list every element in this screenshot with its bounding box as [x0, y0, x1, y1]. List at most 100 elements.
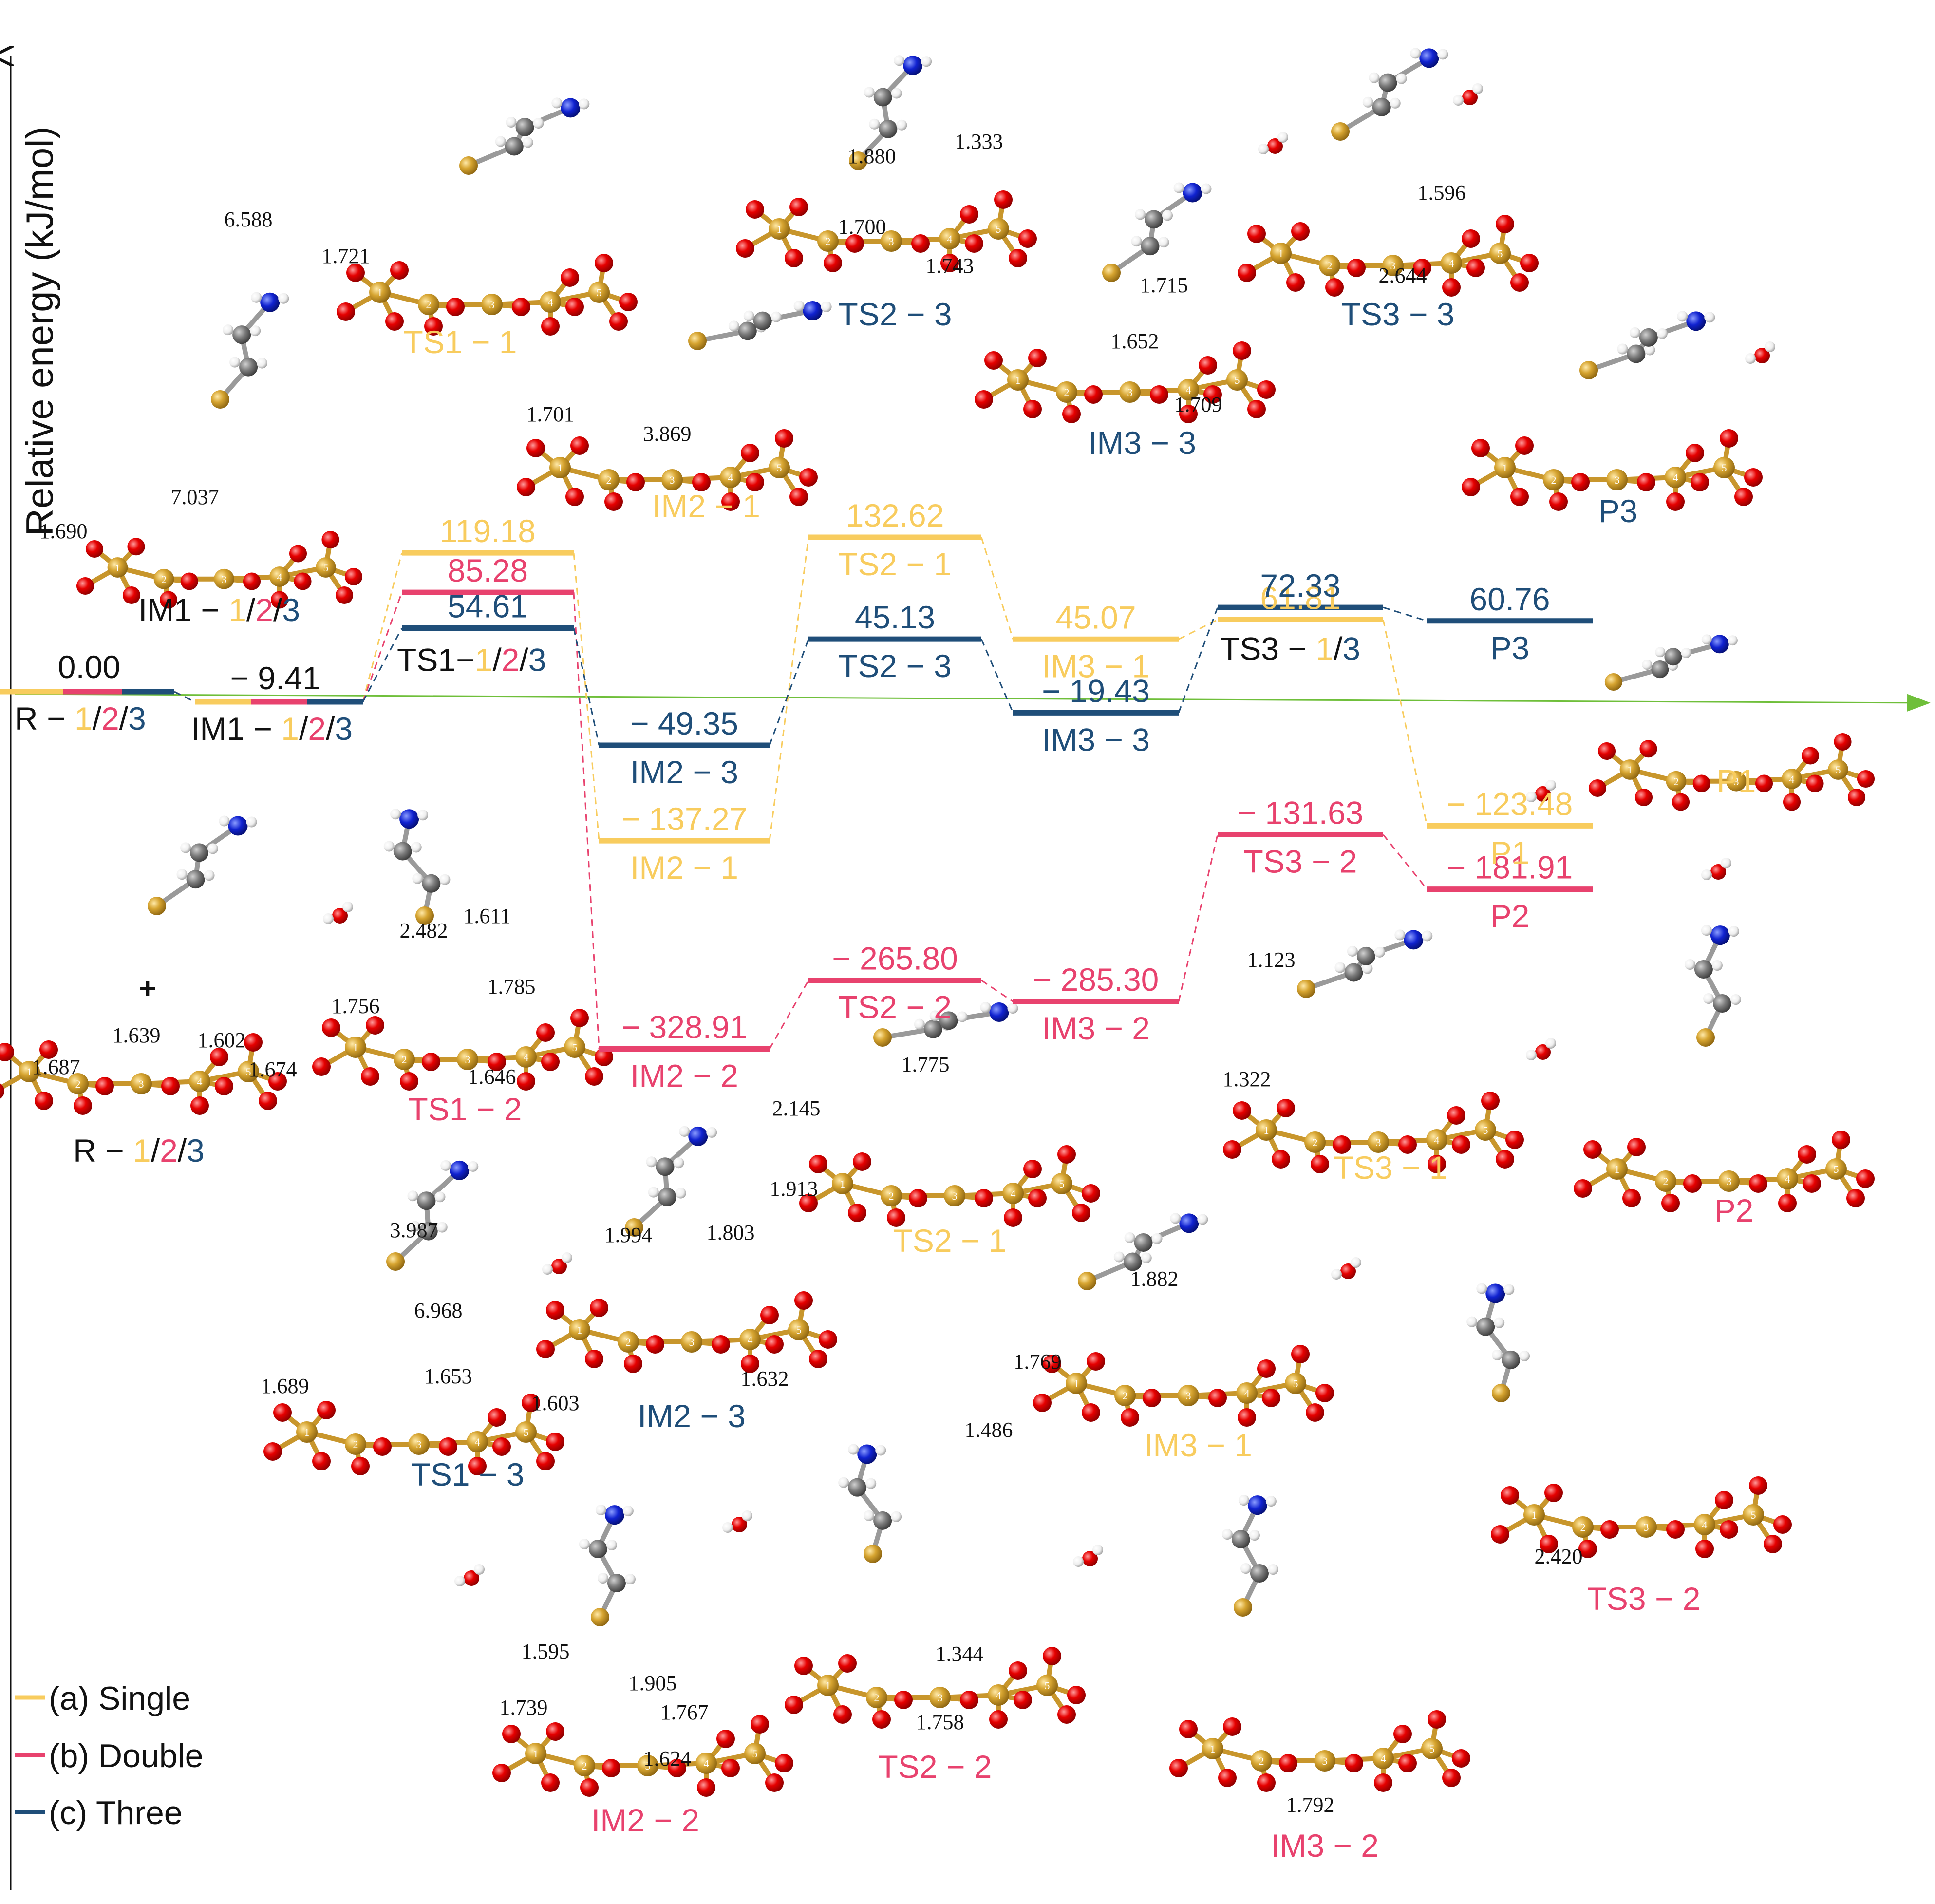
bond-length-label: 1.700 [838, 215, 886, 239]
atom-P [574, 1755, 595, 1776]
atom-index: 4 [728, 471, 733, 484]
atom-H [229, 357, 241, 368]
atom-H [894, 55, 905, 66]
atom-O [159, 591, 178, 609]
atom-O [1666, 492, 1685, 511]
atom-H [1476, 1283, 1487, 1294]
state-label-P-single: P1 [1490, 834, 1530, 870]
atom-index: 3 [1376, 1136, 1381, 1149]
atom-index: 4 [197, 1075, 203, 1088]
atom-C [1502, 1350, 1521, 1369]
atom-P [1825, 1158, 1847, 1180]
atom-O [741, 1355, 759, 1373]
atom-P [214, 568, 234, 589]
molecule-c2 [459, 97, 590, 175]
atom-P [131, 1073, 152, 1094]
atom-O [838, 1654, 857, 1673]
atom-index: 4 [1673, 471, 1678, 484]
atom-H [891, 88, 902, 99]
atom-index: 1 [777, 223, 782, 235]
bond-length-label: 1.769 [1014, 1350, 1062, 1374]
atom-O [1374, 1773, 1392, 1792]
atom-H [1394, 929, 1406, 941]
atom-H [1131, 236, 1142, 247]
bond-length-label: 1.595 [522, 1640, 570, 1663]
atom-O [1028, 1189, 1047, 1207]
atom-index: 2 [889, 1190, 894, 1202]
state-label-P-double: P2 [1490, 898, 1530, 934]
atom-P [1007, 369, 1029, 391]
atom-O [1291, 222, 1310, 241]
atom-index: 2 [353, 1438, 358, 1451]
atom-H [793, 300, 805, 311]
atom-H [454, 1576, 465, 1586]
atom-O [541, 1773, 560, 1792]
bond-length-label: 1.690 [39, 519, 88, 543]
atom-O [565, 488, 584, 506]
atom-C [393, 842, 412, 861]
atom-index: 2 [626, 1336, 631, 1348]
state-label-TS1: TS1−1/2/3 [397, 641, 546, 678]
molecule-c10 [383, 809, 451, 925]
atom-index: 1 [1210, 1743, 1216, 1755]
atom-O [1540, 1535, 1558, 1553]
atom-O [1023, 400, 1042, 418]
atom-C [1372, 97, 1391, 116]
atom-N [803, 301, 823, 320]
atom-O [180, 572, 198, 590]
atom-H [223, 324, 234, 336]
atom-O [646, 1335, 664, 1354]
atom-P [817, 230, 839, 252]
structure-caption: IM3 − 2 [1271, 1828, 1379, 1864]
atom-index: 4 [1011, 1188, 1016, 1200]
structure-caption: IM2 − 3 [638, 1398, 746, 1434]
atom-index: 2 [582, 1760, 587, 1772]
atom-P [1572, 1516, 1594, 1538]
atom-C [1639, 328, 1658, 347]
atom-O [1549, 492, 1568, 511]
connector-three-IM2 [573, 628, 600, 746]
value-label-R: 0.00 [58, 649, 120, 685]
atom-O [1734, 488, 1753, 506]
structure-caption: TS1 − 1 [404, 324, 517, 360]
state-label-TS2-three: TS2 − 3 [838, 648, 952, 684]
atom-H [1201, 183, 1212, 194]
atom-O [765, 1773, 784, 1792]
atom-O [960, 205, 978, 224]
value-label-TS2-three: 45.13 [855, 599, 935, 635]
atom-C [417, 1191, 436, 1210]
atom-C [239, 358, 258, 377]
energy-levels [0, 534, 1593, 1052]
atom-H [1362, 963, 1373, 974]
atom-P [688, 332, 707, 350]
atom-C [186, 870, 205, 889]
connector-single-TS2 [769, 537, 809, 841]
atom-H [821, 301, 832, 312]
atom-P [769, 457, 790, 478]
atom-O [1720, 1520, 1738, 1539]
atom-O [1754, 348, 1770, 363]
molecule-c19 [838, 1444, 902, 1563]
atom-index: 4 [1785, 1173, 1790, 1185]
atom-P [1543, 469, 1564, 490]
atom-H [1677, 311, 1688, 322]
atom-index: 1 [1074, 1377, 1079, 1390]
atom-O [1571, 473, 1590, 491]
bond-length-label: 1.596 [1418, 181, 1466, 205]
atom-O [789, 488, 808, 506]
atom-P [107, 557, 128, 578]
atom-O [911, 234, 930, 253]
atom-index: 5 [796, 1324, 802, 1336]
atom-P [345, 1433, 366, 1455]
atom-C [848, 1478, 867, 1497]
atom-H [533, 117, 544, 129]
atom-H [1519, 1350, 1530, 1361]
atom-P [720, 467, 741, 488]
atom-O [0, 1083, 4, 1099]
connector-double-IM2 [573, 592, 600, 1049]
molecule-c5 [1102, 182, 1212, 282]
atom-index: 3 [1644, 1521, 1649, 1533]
bond-length-label: 1.687 [32, 1055, 80, 1079]
